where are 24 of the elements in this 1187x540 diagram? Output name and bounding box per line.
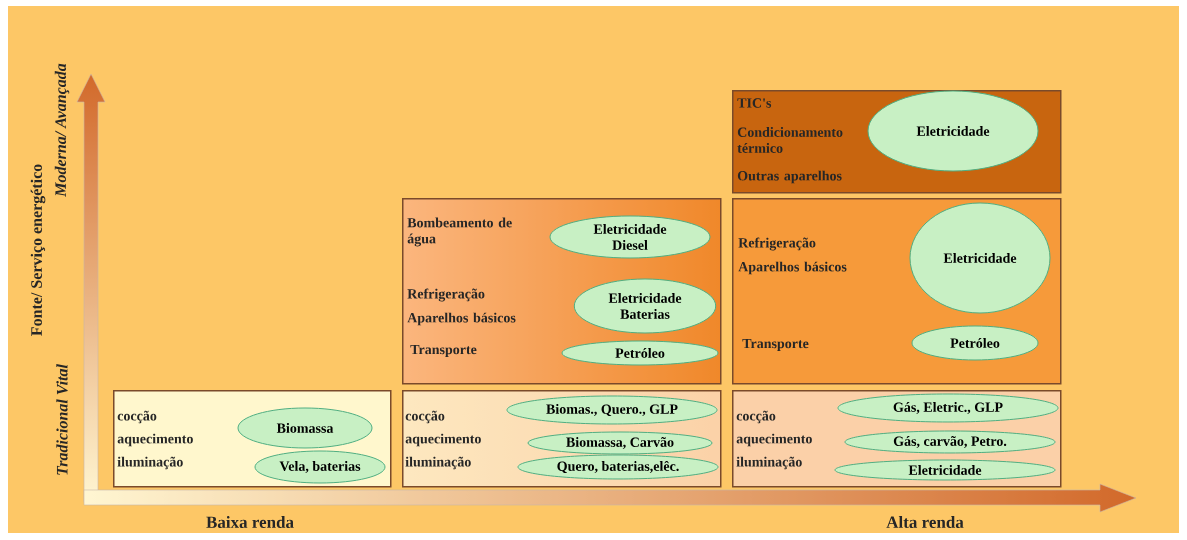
service-text: aquecimento [405,433,481,447]
axis-end-label: Tradicional Vital [56,364,68,475]
service-text: iluminação [117,456,183,470]
axis-title: Baixa renda [206,516,294,528]
service-text: Transporte [742,338,809,352]
service-text: Outras aparelhos [737,170,842,184]
service-text: cocção [405,410,445,424]
service-text: iluminação [405,456,471,470]
service-text: cocção [117,410,157,424]
service-text: Bombeamento de água [407,217,512,247]
service-text: TIC's [737,98,772,108]
axis-title: Fonte/ Serviço energético [30,164,46,336]
service-text: aquecimento [117,433,193,447]
service-text: Refrigeração [407,288,485,302]
service-text: Aparelhos básicos [738,261,847,275]
service-text: aquecimento [736,433,812,447]
service-text: Aparelhos básicos [407,312,516,326]
service-text: cocção [736,410,776,424]
axis-end-label: Moderna/ Avançada [54,63,70,197]
axis-title: Alta renda [886,516,964,528]
service-text: Condicionamento térmico [737,127,843,153]
service-text: Refrigeração [738,237,816,251]
service-text: Transporte [410,344,477,358]
service-text: iluminação [736,456,802,470]
